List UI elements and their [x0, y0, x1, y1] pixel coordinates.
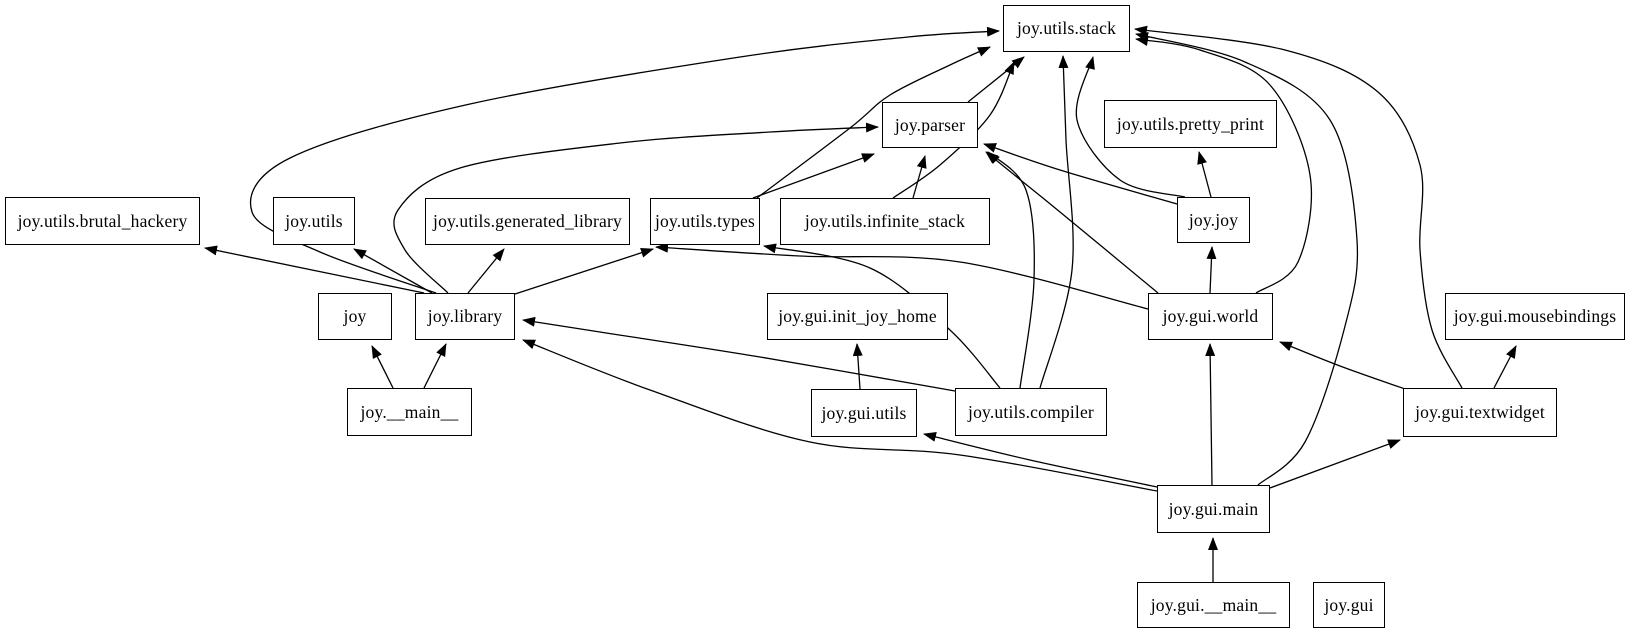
node-label: joy.utils.compiler	[968, 401, 1094, 422]
edge-joyjoy-pretty	[1197, 151, 1212, 198]
node-world: joy.gui.world	[1148, 293, 1273, 340]
node-label: joy.__main__	[360, 401, 459, 422]
node-label: joy.gui.utils	[821, 402, 907, 423]
node-label: joy.joy	[1188, 209, 1239, 230]
node-label: joy.utils.stack	[1016, 18, 1117, 38]
node-pretty: joy.utils.pretty_print	[1104, 100, 1277, 148]
node-label: joy.utils.types	[654, 211, 756, 231]
node-inithome: joy.gui.init_joy_home	[767, 293, 948, 340]
node-library: joy.library	[415, 293, 515, 340]
node-label: joy.utils.infinite_stack	[804, 211, 966, 231]
node-mouse: joy.gui.mousebindings	[1445, 293, 1625, 340]
node-utils: joy.utils	[273, 197, 355, 245]
edge-world-joyjoy	[1206, 246, 1217, 294]
edge-compiler-parser	[987, 151, 1035, 389]
edge-guimain-textwidget	[1269, 439, 1401, 489]
node-label: joy.utils.pretty_print	[1116, 113, 1265, 134]
node-guiutils: joy.gui.utils	[811, 389, 917, 437]
edge-jmain-joy	[371, 345, 394, 389]
edge-infstack-parser	[912, 155, 927, 199]
edge-guimain-stack	[1135, 32, 1359, 486]
node-joyjoy: joy.joy	[1177, 197, 1250, 243]
edge-compiler-library	[522, 316, 956, 392]
node-label: joy.gui.mousebindings	[1453, 306, 1617, 326]
edge-library-genlib	[467, 248, 505, 294]
node-guimain: joy.gui.main	[1157, 485, 1270, 533]
edge-library-utils	[353, 248, 433, 294]
node-joy: joy	[318, 293, 392, 340]
edge-library-stack	[249, 26, 1000, 294]
node-types: joy.utils.types	[650, 198, 760, 245]
edge-compiler-stack	[1039, 55, 1074, 389]
edge-parser-stack	[967, 56, 1025, 103]
edge-textwidget-mouse	[1493, 345, 1517, 389]
node-stack: joy.utils.stack	[1003, 5, 1130, 52]
node-label: joy.utils	[285, 210, 343, 231]
node-label: joy.gui.world	[1162, 306, 1259, 326]
node-jmain: joy.__main__	[347, 388, 472, 436]
edge-world-parser	[985, 151, 1159, 294]
node-label: joy.gui.__main__	[1150, 594, 1277, 615]
node-brutal: joy.utils.brutal_hackery	[5, 197, 200, 245]
edge-types-parser	[752, 153, 875, 199]
node-label: joy	[343, 306, 367, 326]
node-label: joy.gui	[1324, 594, 1374, 615]
edge-guimain-world	[1205, 343, 1216, 486]
edge-guimain-library	[522, 339, 1158, 492]
node-label: joy.gui.textwidget	[1415, 402, 1545, 422]
edge-types-stack	[756, 46, 991, 199]
node-genlib: joy.utils.generated_library	[425, 198, 630, 245]
edge-joyjoy-parser	[983, 143, 1178, 205]
node-label: joy.utils.generated_library	[433, 211, 622, 231]
node-guimain2: joy.gui.__main__	[1137, 582, 1290, 628]
node-textwidget: joy.gui.textwidget	[1403, 388, 1557, 437]
node-label: joy.parser	[894, 114, 966, 135]
edge-library-types	[514, 247, 654, 295]
edge-library-parser	[393, 122, 879, 294]
node-gui: joy.gui	[1313, 582, 1385, 628]
edge-textwidget-world	[1279, 341, 1406, 390]
edge-guiutils-inithome	[852, 343, 863, 390]
edge-textwidget-stack	[1134, 25, 1463, 389]
edge-jmain-library	[423, 343, 447, 389]
edge-group	[204, 25, 1517, 582]
node-compiler: joy.utils.compiler	[955, 388, 1107, 436]
edge-joyjoy-stack	[1075, 56, 1186, 198]
edge-guimain-guiutils	[923, 432, 1158, 488]
node-label: joy.gui.main	[1168, 498, 1259, 519]
node-infstack: joy.utils.infinite_stack	[780, 198, 990, 245]
edge-world-stack	[1135, 36, 1313, 294]
edge-compiler-types	[763, 243, 1001, 389]
node-label: joy.utils.brutal_hackery	[17, 210, 188, 231]
node-label: joy.library	[427, 306, 503, 326]
node-label: joy.gui.init_joy_home	[778, 306, 937, 326]
edge-library-brutal	[204, 245, 425, 294]
node-parser: joy.parser	[882, 102, 978, 148]
